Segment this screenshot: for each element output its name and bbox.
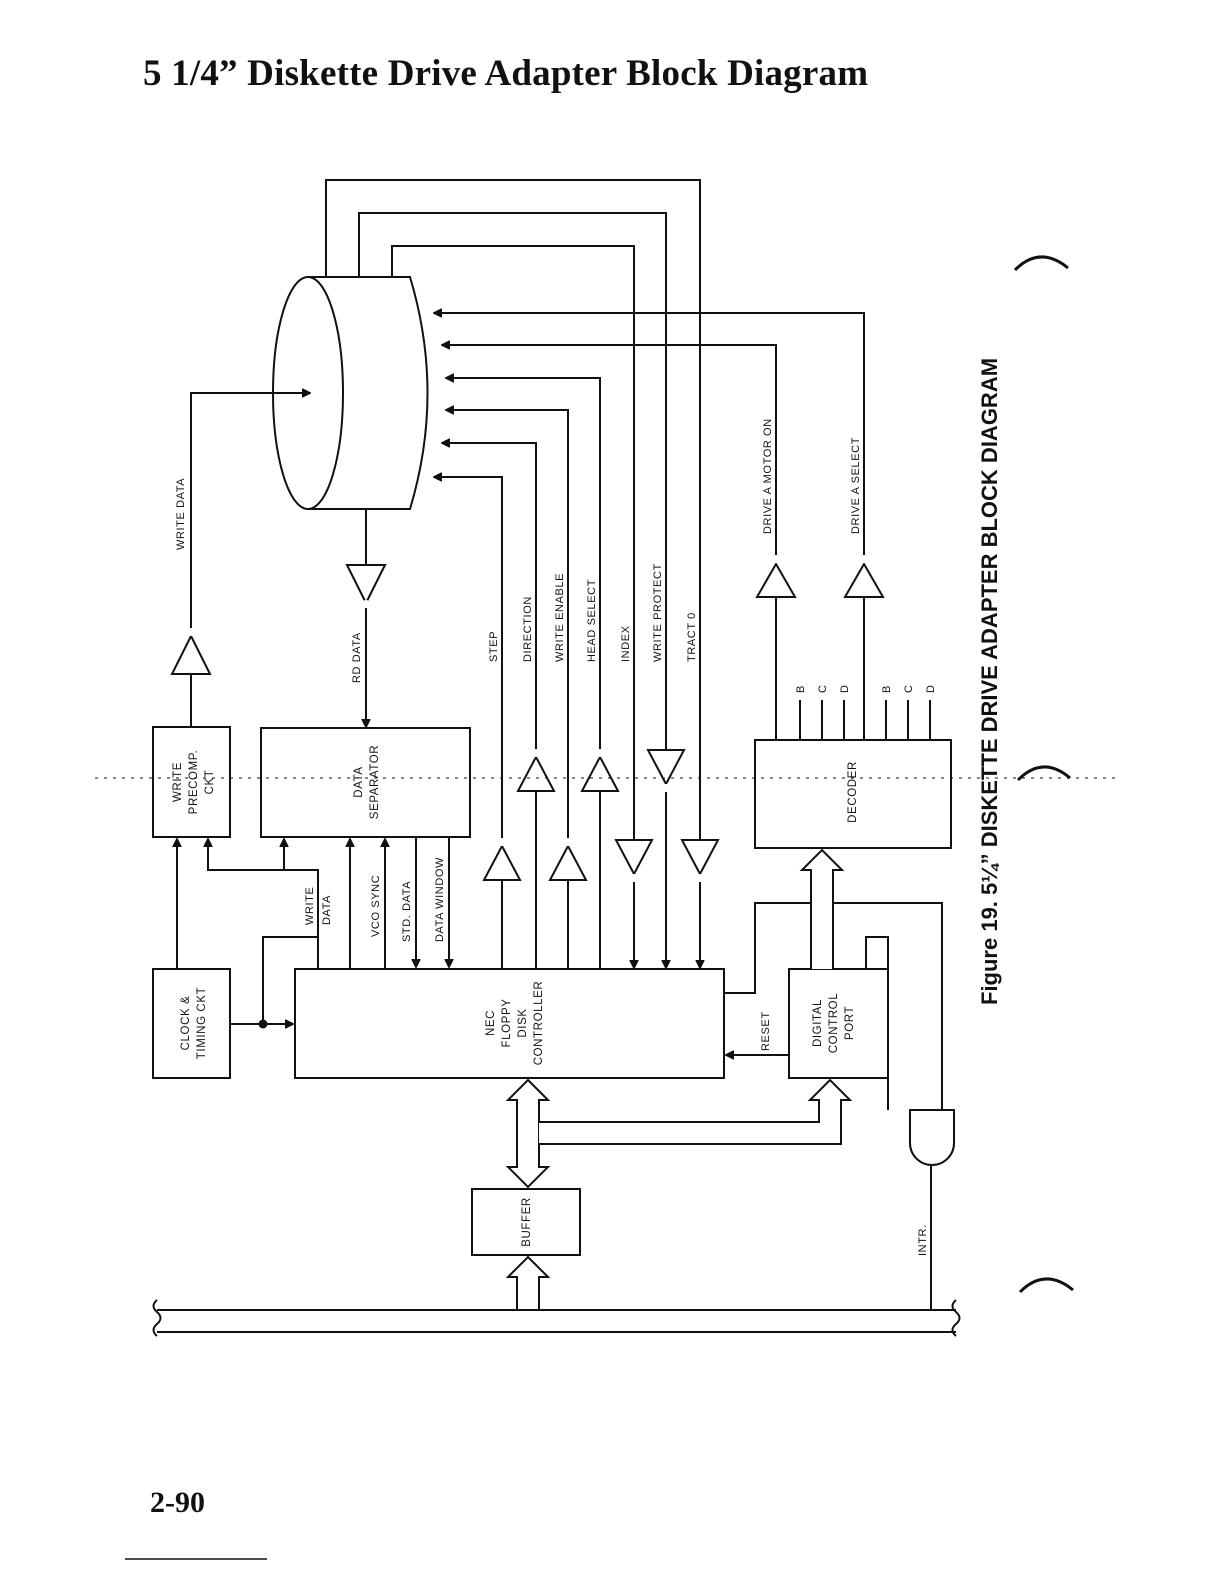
top-loop-wires — [325, 179, 701, 840]
label-intr: INTR. — [917, 1224, 929, 1256]
label-reset: RESET — [760, 1011, 772, 1051]
label-step: STEP — [488, 631, 500, 662]
label-drive-a-select: DRIVE A SELECT — [850, 437, 862, 534]
label-data-window: DATA WINDOW — [434, 857, 446, 942]
label-write-protect: WRITE PROTECT — [652, 563, 664, 662]
buffer-block: BUFFER — [471, 1188, 581, 1256]
controller-label-4: CONTROLLER — [533, 981, 545, 1066]
page-number: 2-90 — [150, 1486, 205, 1519]
write-precomp-label-2: PRECOMP. — [188, 750, 200, 815]
clock-timing-block: CLOCK & TIMING CKT — [152, 968, 231, 1079]
page-title: 5 1/4” Diskette Drive Adapter Block Diag… — [143, 53, 869, 94]
clock-timing-label-2: TIMING CKT — [196, 987, 208, 1059]
label-rd-data: RD DATA — [351, 632, 363, 683]
label-drive-a-motor-on: DRIVE A MOTOR ON — [762, 418, 774, 534]
label-decoder-out-4: B — [881, 685, 893, 693]
label-write-enable: WRITE ENABLE — [554, 573, 566, 662]
buffer-label: BUFFER — [521, 1197, 533, 1247]
label-write-data-lower-2: DATA — [321, 895, 333, 925]
data-separator-block: DATA SEPARATOR — [260, 727, 471, 838]
line-drivers — [170, 555, 885, 882]
data-separator-label-2: SEPARATOR — [369, 745, 381, 819]
floppy-controller-block: NEC FLOPPY DISK CONTROLLER — [294, 968, 725, 1079]
dcp-label-2: CONTROL — [828, 993, 840, 1053]
signal-labels: WRITE DATA RD DATA STEP DIRECTION WRITE … — [175, 418, 937, 1256]
dcp-label-3: PORT — [844, 1006, 856, 1040]
clock-timing-label-1: CLOCK & — [180, 996, 192, 1051]
label-write-data-lower-1: WRITE — [304, 887, 316, 925]
controller-label-1: NEC — [485, 1010, 497, 1036]
label-std-data: STD. DATA — [401, 881, 413, 942]
label-index: INDEX — [620, 625, 632, 662]
write-precomp-label-1: WRITE — [172, 762, 184, 802]
controller-label-3: DISK — [517, 1008, 529, 1037]
digital-control-port-block: DIGITAL CONTROL PORT — [788, 968, 889, 1079]
label-decoder-out-2: C — [817, 684, 829, 693]
label-decoder-out-6: D — [925, 684, 937, 693]
binder-marks — [1013, 255, 1074, 1294]
label-track-0: TRACT 0 — [686, 612, 698, 662]
label-head-select: HEAD SELECT — [586, 579, 598, 662]
write-precomp-block: WRITE PRECOMP. CKT — [152, 726, 231, 838]
data-separator-label-1: DATA — [353, 766, 365, 797]
dcp-label-1: DIGITAL — [812, 999, 824, 1047]
write-precomp-label-3: CKT — [204, 770, 216, 795]
decoder-block: DECODER — [754, 739, 952, 849]
label-decoder-out-5: C — [903, 684, 915, 693]
and-gate — [909, 1109, 955, 1166]
figure-caption: Figure 19. 5¼” DISKETTE DRIVE ADAPTER BL… — [977, 358, 1002, 1005]
decoder-label: DECODER — [847, 761, 859, 823]
bus-arrows — [505, 848, 853, 1310]
label-direction: DIRECTION — [522, 596, 534, 662]
label-decoder-out-3: D — [839, 684, 851, 693]
clock-junction-dot — [258, 1019, 268, 1029]
label-write-data-top: WRITE DATA — [175, 478, 187, 550]
controller-label-2: FLOPPY — [501, 999, 513, 1048]
label-vco-sync: VCO SYNC — [370, 875, 382, 937]
signal-wires — [177, 313, 943, 1310]
system-bus — [152, 1299, 961, 1337]
label-decoder-out-1: B — [795, 685, 807, 693]
